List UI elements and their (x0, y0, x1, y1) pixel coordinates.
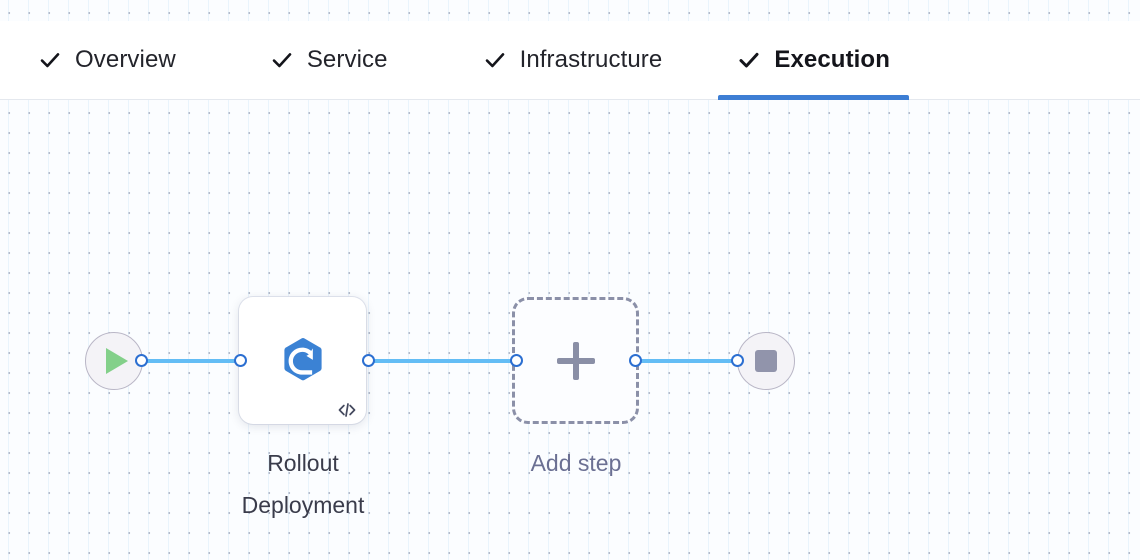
port-add-input[interactable] (510, 354, 523, 367)
port-step-input[interactable] (234, 354, 247, 367)
port-add-output[interactable] (629, 354, 642, 367)
tab-overview[interactable]: Overview (38, 21, 176, 99)
port-end-input[interactable] (731, 354, 744, 367)
edge-add-to-end (631, 359, 743, 363)
tab-active-indicator (718, 95, 909, 100)
tab-execution-label: Execution (774, 46, 890, 73)
edge-step-to-add (364, 359, 521, 363)
tab-service-label: Service (306, 46, 388, 73)
port-start-output[interactable] (135, 354, 148, 367)
rollout-deployment-icon (278, 336, 328, 386)
edge-start-to-step (136, 359, 246, 363)
add-step-label: Add step (530, 450, 622, 476)
check-icon (483, 48, 507, 72)
pipeline-end-node[interactable] (737, 332, 795, 390)
port-step-output[interactable] (362, 354, 375, 367)
play-icon (105, 348, 128, 374)
tab-overview-label: Overview (75, 46, 176, 73)
tab-infrastructure[interactable]: Infrastructure (483, 21, 663, 99)
check-icon (38, 48, 62, 72)
plus-icon (556, 341, 595, 380)
stage-tab-bar: Overview Service Infrastructure (0, 21, 1140, 100)
stop-icon (755, 350, 777, 372)
step-node-rollout-deployment[interactable] (239, 297, 366, 424)
add-step-node[interactable] (512, 297, 639, 424)
tab-service[interactable]: Service (270, 21, 388, 99)
check-icon (270, 48, 294, 72)
pipeline-start-node[interactable] (85, 332, 143, 390)
code-icon[interactable] (337, 401, 357, 419)
check-icon (737, 48, 761, 72)
tab-infrastructure-label: Infrastructure (519, 46, 663, 73)
tab-execution[interactable]: Execution (718, 21, 909, 100)
step-node-label: Rollout Deployment (241, 450, 365, 518)
